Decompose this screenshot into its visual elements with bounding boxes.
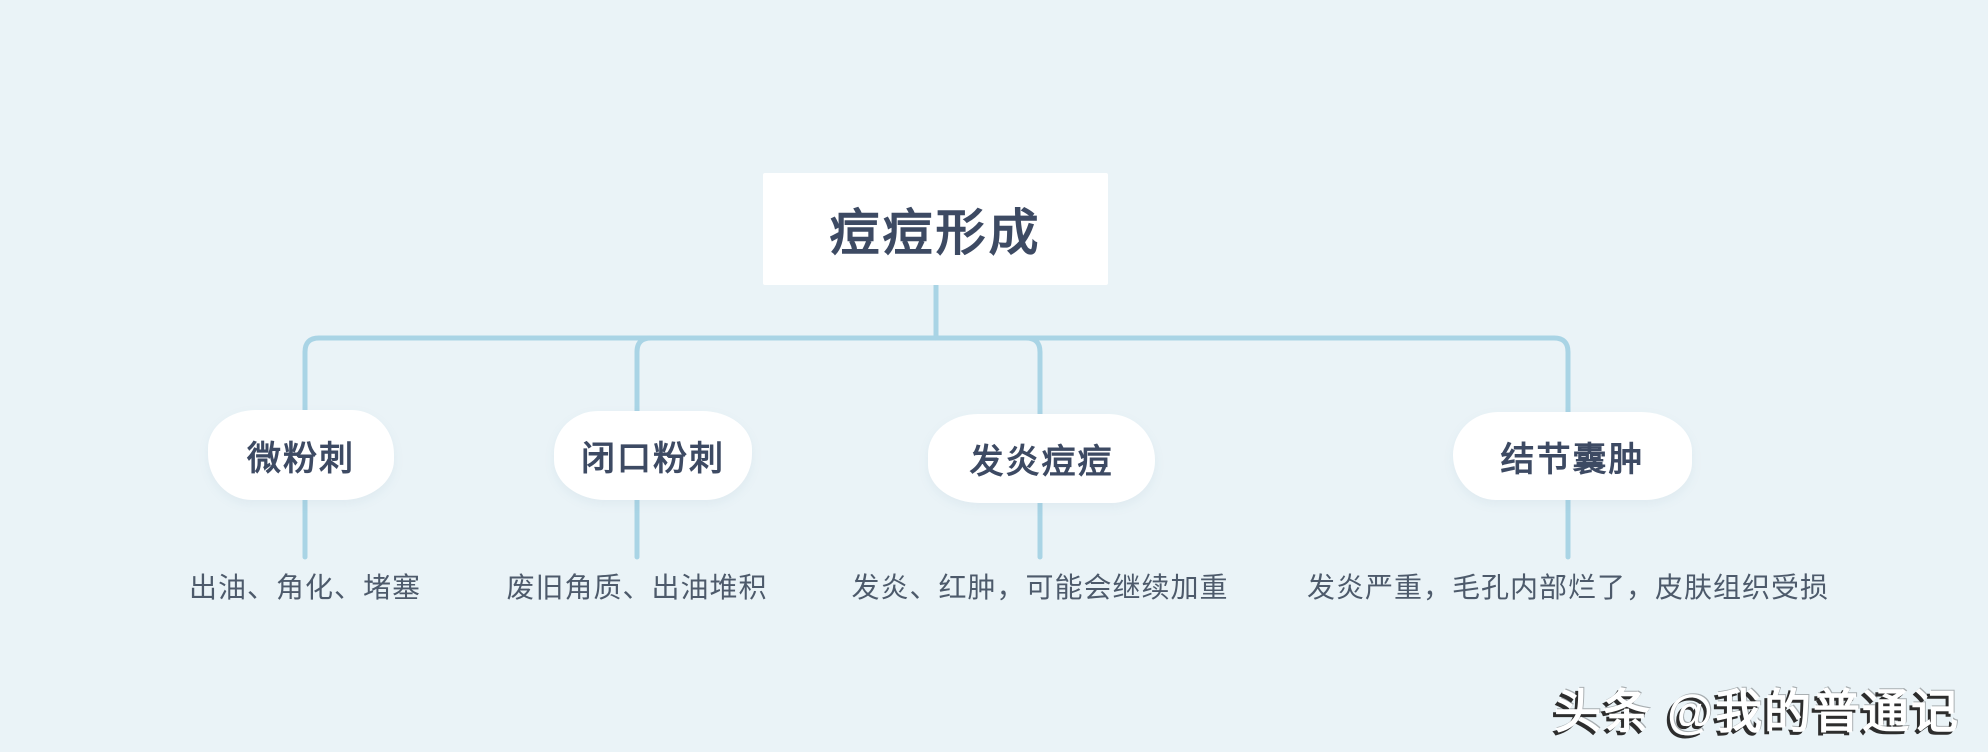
connector-branch-4 — [933, 335, 1571, 417]
root-node[interactable]: 痘痘形成 — [763, 173, 1108, 285]
connector-branch-3 — [933, 335, 1043, 417]
watermark: 头条 @我的普通记 — [1554, 685, 1960, 738]
connector-branch-2 — [634, 335, 939, 417]
branch-description-4[interactable]: 发炎严重，毛孔内部烂了，皮肤组织受损 — [1306, 572, 1830, 603]
branch-node-1-label: 微粉刺 — [247, 439, 355, 478]
branch-description-2[interactable]: 废旧角质、出油堆积 — [506, 572, 768, 603]
branch-description-3[interactable]: 发炎、红肿，可能会继续加重 — [851, 572, 1229, 603]
branch-node-2[interactable]: 闭口粉刺 — [554, 411, 752, 500]
branch-node-1[interactable]: 微粉刺 — [208, 410, 394, 500]
root-node-label: 痘痘形成 — [829, 205, 1042, 261]
branch-node-4[interactable]: 结节囊肿 — [1453, 412, 1692, 500]
connector-branch-1 — [302, 335, 939, 417]
branch-node-3-label: 发炎痘痘 — [969, 443, 1114, 481]
branch-node-3[interactable]: 发炎痘痘 — [928, 414, 1155, 503]
branch-node-2-label: 闭口粉刺 — [581, 440, 725, 478]
branch-description-1[interactable]: 出油、角化、堵塞 — [188, 572, 422, 603]
branch-node-4-label: 结节囊肿 — [1500, 440, 1645, 479]
